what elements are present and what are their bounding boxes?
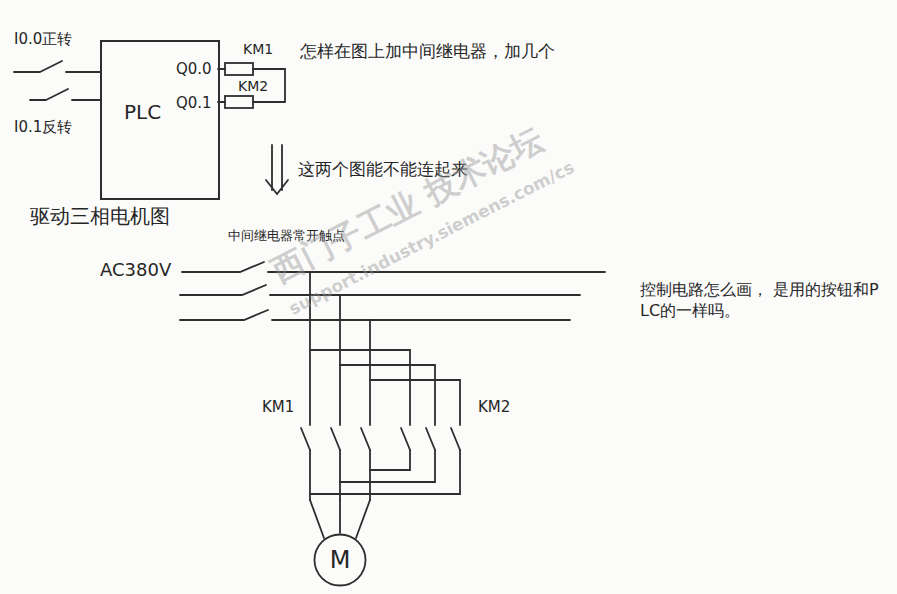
coil-km1 — [225, 63, 253, 75]
note-label: KM1 — [262, 398, 294, 418]
km1-outputs — [310, 450, 370, 500]
km2-feeds — [310, 350, 460, 425]
node-text: M — [330, 546, 351, 575]
note-label: 怎样在图上加中间继电器，加几个 — [300, 40, 555, 62]
note-label: KM2 — [238, 77, 268, 95]
note-label: I0.1反转 — [14, 118, 72, 138]
km2-contacts — [401, 428, 460, 450]
note-label: I0.0正转 — [14, 30, 72, 50]
note-label: KM1 — [243, 40, 273, 58]
switch-i00 — [14, 61, 100, 72]
km2-outputs — [310, 450, 460, 494]
node-text: Q0.1 — [176, 94, 212, 112]
node-text: PLC — [124, 100, 161, 124]
switch-i01 — [30, 89, 100, 100]
note-label: KM2 — [478, 398, 510, 418]
motor-circle: M — [313, 533, 367, 587]
note-label: AC380V — [100, 258, 171, 281]
note-label: 驱动三相电机图 — [30, 203, 170, 229]
phase-l2 — [180, 285, 580, 295]
output-wires — [218, 69, 285, 102]
plc-box: PLC Q0.0Q0.1 — [100, 40, 220, 200]
coil-km2 — [225, 96, 253, 108]
motor-leads — [310, 500, 370, 538]
phase-l3 — [180, 310, 570, 320]
km1-contacts — [301, 428, 370, 450]
down-arrow — [266, 145, 288, 194]
note-label: 控制电路怎么画， 是用的按钮和PLC的一样吗。 — [640, 280, 880, 322]
node-text: Q0.0 — [176, 60, 212, 78]
